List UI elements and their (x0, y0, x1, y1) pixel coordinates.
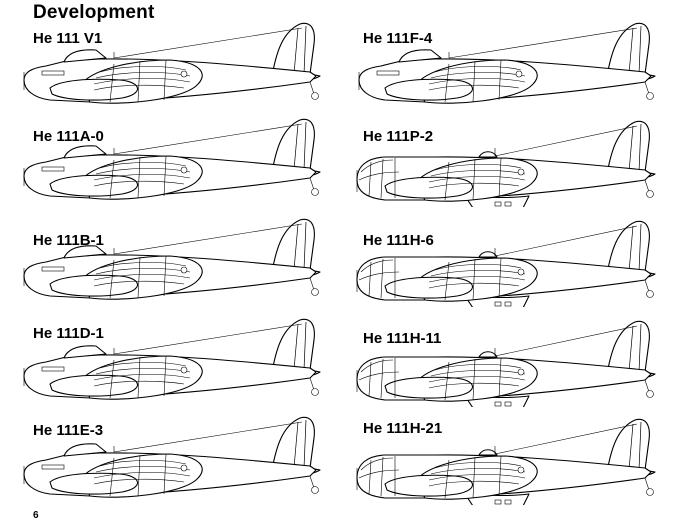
variant-label-h11: He 111H-11 (363, 330, 442, 347)
aircraft-profile-a0 (10, 110, 350, 205)
variant-label-p2: He 111P-2 (363, 128, 434, 145)
aircraft-profile-d1 (10, 310, 350, 405)
aircraft-profile-h6 (345, 212, 685, 307)
page-number: 6 (33, 510, 39, 521)
variant-label-d1: He 111D-1 (33, 325, 104, 342)
aircraft-profile-b1 (10, 210, 350, 305)
variant-label-b1: He 111B-1 (33, 232, 104, 249)
variant-label-a0: He 111A-0 (33, 128, 104, 145)
variant-label-h6: He 111H-6 (363, 232, 434, 249)
variant-label-v1: He 111 V1 (33, 30, 103, 47)
variant-label-f4: He 111F-4 (363, 30, 433, 47)
aircraft-profile-h21 (345, 410, 685, 505)
aircraft-profile-f4 (345, 14, 685, 109)
aircraft-profile-p2 (345, 112, 685, 207)
aircraft-profile-e3 (10, 408, 350, 503)
page-heading: Development (33, 2, 155, 23)
aircraft-profile-h11 (345, 312, 685, 407)
variant-label-h21: He 111H-21 (363, 420, 443, 437)
variant-label-e3: He 111E-3 (33, 422, 104, 439)
aircraft-profile-v1 (10, 14, 350, 109)
